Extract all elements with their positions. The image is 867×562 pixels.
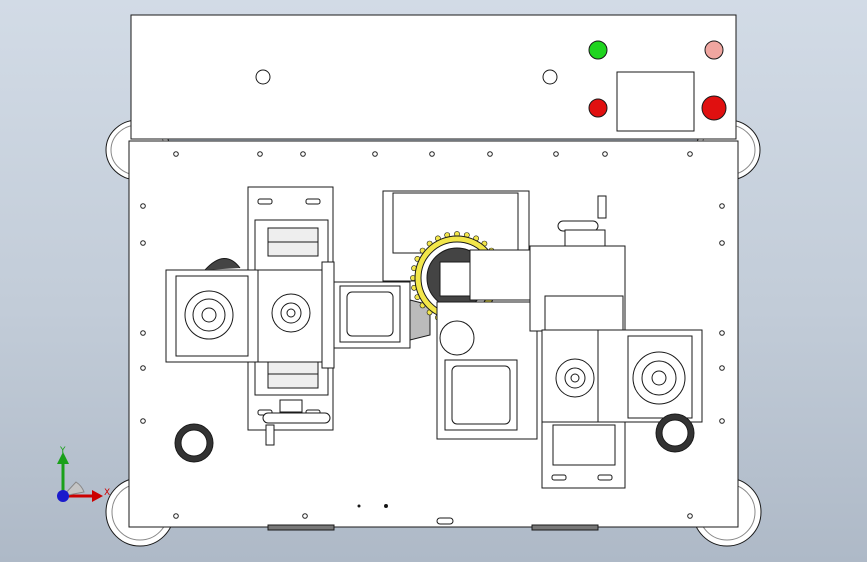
bolt-hole bbox=[300, 151, 306, 157]
left-gearbox bbox=[165, 258, 335, 369]
bolt-hole bbox=[140, 365, 146, 371]
green-light bbox=[588, 40, 608, 60]
bearing-ring-right bbox=[655, 413, 695, 453]
bolt-hole bbox=[719, 330, 725, 336]
bolt-hole bbox=[687, 151, 693, 157]
bolt-hole bbox=[553, 151, 559, 157]
bolt-hole bbox=[140, 240, 146, 246]
right-lower-rail bbox=[541, 421, 626, 489]
bolt-hole-group bbox=[140, 151, 725, 519]
bolt-hole bbox=[302, 513, 308, 519]
bolt-hole bbox=[687, 513, 693, 519]
bolt-hole bbox=[719, 365, 725, 371]
red-light-large bbox=[701, 95, 727, 121]
x-axis-label: X bbox=[104, 488, 110, 498]
red-light-small bbox=[588, 98, 608, 118]
bolt-hole bbox=[140, 418, 146, 424]
y-axis-label: Y bbox=[59, 446, 66, 456]
right-upper-rail bbox=[529, 245, 626, 332]
central-gearbox bbox=[436, 301, 538, 440]
right-gearbox bbox=[541, 329, 703, 423]
pilot-hole-left bbox=[255, 69, 271, 85]
foot-stub-left bbox=[267, 524, 335, 531]
bolt-hole bbox=[372, 151, 378, 157]
bolt-hole bbox=[719, 203, 725, 209]
bolt-hole bbox=[719, 240, 725, 246]
bottom-notch bbox=[436, 517, 454, 525]
bolt-hole bbox=[257, 151, 263, 157]
coordinate-triad: Y X bbox=[57, 446, 110, 502]
pilot-hole-right bbox=[542, 69, 558, 85]
dot-mark bbox=[384, 504, 388, 508]
bolt-hole bbox=[140, 203, 146, 209]
bolt-hole bbox=[173, 513, 179, 519]
bolt-hole bbox=[602, 151, 608, 157]
control-panel bbox=[130, 14, 737, 140]
bolt-hole bbox=[429, 151, 435, 157]
bolt-hole bbox=[487, 151, 493, 157]
coupling-block bbox=[333, 281, 431, 349]
right-handwheel bbox=[557, 195, 607, 249]
foot-stub-right bbox=[531, 524, 599, 531]
bearing-ring-left bbox=[174, 423, 214, 463]
bolt-hole bbox=[140, 330, 146, 336]
bolt-hole bbox=[173, 151, 179, 157]
display-screen bbox=[616, 71, 695, 132]
bolt-hole bbox=[719, 418, 725, 424]
dot-mark bbox=[357, 504, 361, 508]
left-handwheel bbox=[262, 399, 331, 446]
pink-light bbox=[704, 40, 724, 60]
z-axis-icon bbox=[57, 490, 69, 502]
